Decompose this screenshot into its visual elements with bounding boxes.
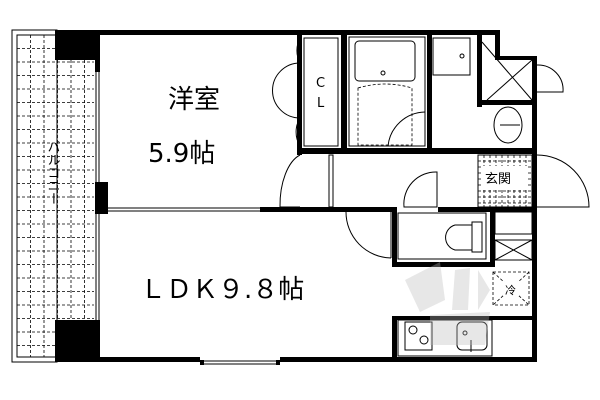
closet: C L: [272, 37, 339, 147]
western-room-size: 5.9帖: [148, 139, 215, 169]
kitchen: [397, 319, 493, 357]
closet-label-l: L: [317, 96, 325, 111]
walls: [55, 30, 537, 365]
balcony-label: バルコニー: [45, 140, 61, 205]
ldk-label: ＬＤＫ９.８帖: [140, 275, 304, 305]
entrance-label: 玄関: [485, 172, 511, 187]
balcony: バルコニー: [11, 29, 94, 363]
washroom: [432, 37, 564, 144]
entrance: 玄関: [279, 154, 590, 208]
fridge-label: 冷: [505, 284, 516, 297]
western-room-name: 洋室: [168, 85, 220, 115]
bathroom: [348, 36, 426, 147]
closet-label-c: C: [316, 76, 325, 91]
watermark: [405, 262, 490, 345]
windows: [95, 72, 465, 365]
fridge: 冷: [492, 271, 530, 306]
toilet: [345, 211, 533, 261]
